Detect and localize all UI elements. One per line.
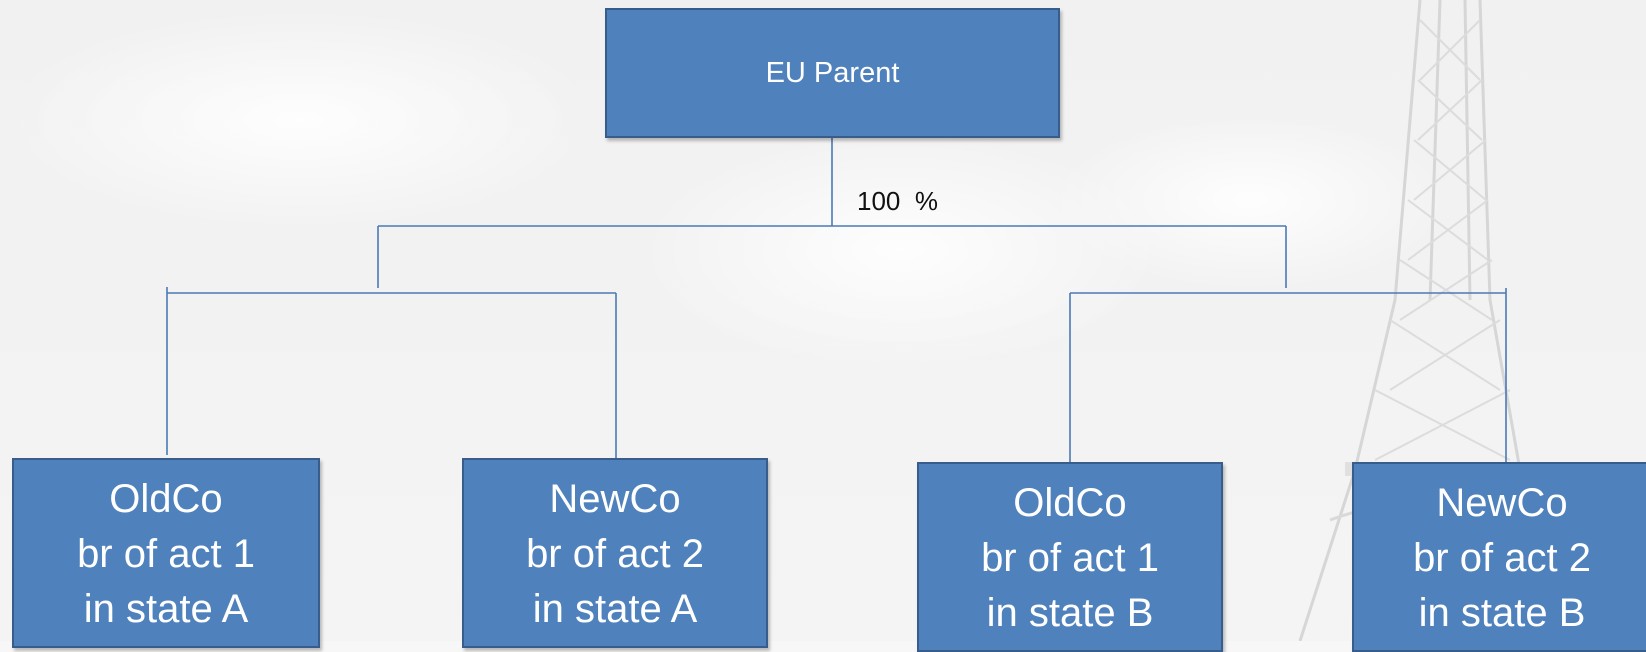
child-1-activity: br of act 1 xyxy=(77,532,255,576)
child-4-activity: br of act 2 xyxy=(1413,536,1591,580)
parent-entity-label: EU Parent xyxy=(765,56,900,89)
child-2-activity: br of act 2 xyxy=(526,532,704,576)
child-4-state: in state B xyxy=(1418,591,1586,635)
child-1-name: OldCo xyxy=(109,477,223,521)
child-3-name: OldCo xyxy=(1013,481,1127,525)
child-1-state: in state A xyxy=(83,587,249,631)
child-entity-box-2: NewCo br of act 2 in state A xyxy=(462,458,768,648)
child-4-name: NewCo xyxy=(1436,481,1568,525)
child-2-name: NewCo xyxy=(549,477,681,521)
parent-entity-box: EU Parent xyxy=(605,8,1060,138)
child-entity-box-4: NewCo br of act 2 in state B xyxy=(1352,462,1646,652)
child-entity-box-3: OldCo br of act 1 in state B xyxy=(917,462,1223,652)
child-entity-box-1: OldCo br of act 1 in state A xyxy=(12,458,320,648)
child-3-activity: br of act 1 xyxy=(981,536,1159,580)
ownership-percentage-label: 100 % xyxy=(857,186,938,216)
child-3-state: in state B xyxy=(986,591,1154,635)
child-2-state: in state A xyxy=(532,587,698,631)
